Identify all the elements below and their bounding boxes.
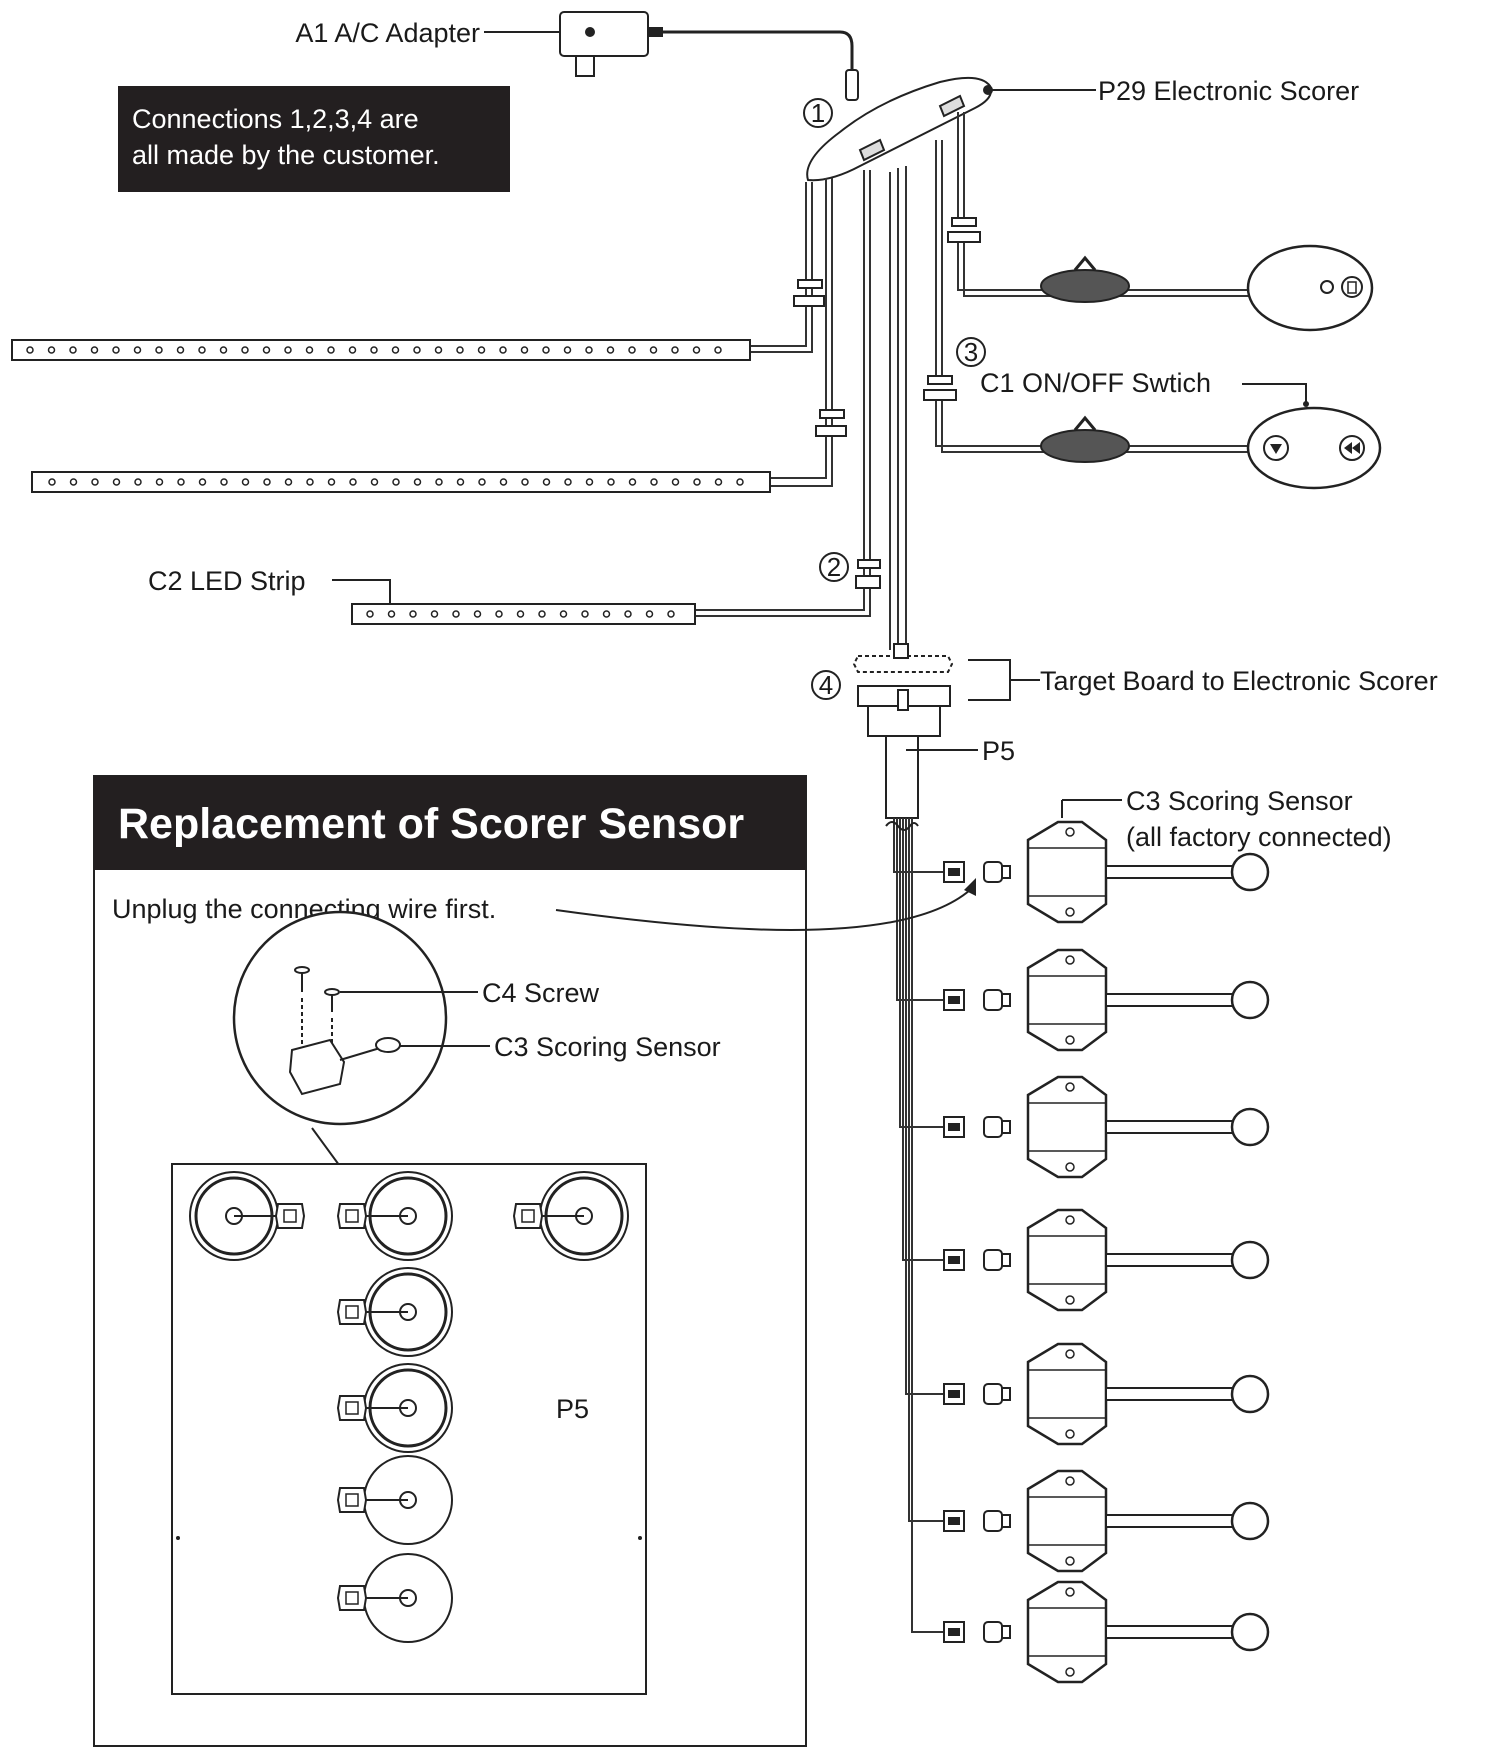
led-strip-1 [11, 339, 751, 361]
switch-leader [1242, 383, 1307, 404]
target-board-bracket [968, 659, 1040, 701]
dart-target [336, 1455, 453, 1545]
dart-target [336, 1171, 453, 1261]
electronic-scorer [806, 76, 993, 182]
scorer-label: P29 Electronic Scorer [1098, 76, 1359, 106]
ac-adapter [559, 11, 859, 101]
connection-marker-3: 3 [956, 337, 986, 367]
dart-target [336, 1553, 453, 1643]
svg-text:3: 3 [964, 337, 978, 367]
board-label: P5 [556, 1394, 589, 1424]
scoring-sensor [943, 1580, 1270, 1684]
svg-text:2: 2 [827, 552, 841, 582]
target-board-connector [852, 643, 954, 819]
instruction-arrow [555, 889, 971, 931]
connection-marker-4: 4 [811, 670, 841, 700]
connection-marker-1: 1 [803, 98, 833, 128]
svg-text:4: 4 [819, 670, 833, 700]
board-targets [189, 1171, 629, 1643]
customer-note-line1: Connections 1,2,3,4 are [132, 104, 419, 134]
dart-target [336, 1363, 453, 1453]
led-strip-2 [31, 471, 771, 493]
magnified-sensor-view [232, 910, 448, 1190]
remote-connectors [923, 217, 981, 401]
scoring-sensor [943, 1075, 1270, 1179]
scoring-sensor [943, 1342, 1270, 1446]
c3-sensor-label-line1: C3 Scoring Sensor [1126, 786, 1353, 816]
on-off-switch [1246, 406, 1382, 490]
p5-top-label: P5 [982, 736, 1015, 766]
screw-label: C4 Screw [482, 978, 600, 1008]
led-strip-leader [332, 579, 391, 604]
sensor-label: C3 Scoring Sensor [494, 1032, 721, 1062]
dart-target [336, 1267, 453, 1357]
connection-marker-2: 2 [819, 552, 849, 582]
scoring-sensor [943, 1469, 1270, 1573]
svg-text:1: 1 [811, 98, 825, 128]
switch-label: C1 ON/OFF Swtich [980, 368, 1211, 398]
dart-target [512, 1171, 629, 1261]
target-board-label: Target Board to Electronic Scorer [1040, 666, 1438, 696]
rewind-icon [1339, 435, 1365, 461]
scoring-sensor-icon [288, 1037, 401, 1096]
sensor-wire-bundle [885, 818, 1270, 1684]
led-connectors [793, 279, 881, 589]
arrow-down-icon [1263, 435, 1289, 461]
main-cable [889, 166, 907, 650]
dart-target [189, 1171, 306, 1261]
led-strip-label: C2 LED Strip [148, 566, 306, 596]
c3-sensor-leader [1061, 799, 1122, 818]
led-strip-3 [351, 603, 696, 625]
scoring-sensor [943, 948, 1270, 1052]
customer-note-box [118, 86, 510, 192]
customer-note-line2: all made by the customer. [132, 140, 440, 170]
scoring-sensor [943, 820, 1270, 924]
c3-sensor-label-line2: (all factory connected) [1126, 822, 1392, 852]
scoring-sensor [943, 1208, 1270, 1312]
remote-display [1246, 244, 1374, 332]
remote-wires [935, 112, 1250, 453]
adapter-label: A1 A/C Adapter [295, 18, 480, 48]
led-wires [695, 170, 871, 617]
wire-coil-2 [1040, 415, 1130, 463]
replacement-title: Replacement of Scorer Sensor [118, 800, 744, 848]
wire-coil-1 [1040, 255, 1130, 303]
